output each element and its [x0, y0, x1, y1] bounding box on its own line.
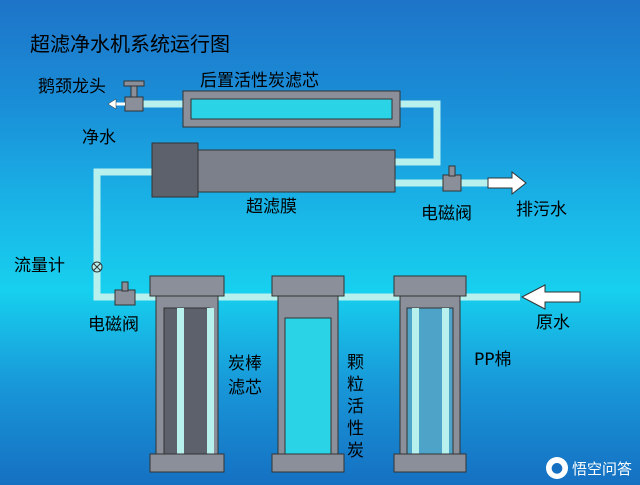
faucet-icon	[107, 80, 145, 112]
waste-water-arrow	[487, 170, 527, 196]
label-carbon-rod: 炭棒滤芯	[228, 354, 262, 398]
pp-cotton-housing	[393, 275, 467, 473]
solenoid-valve-top-icon	[442, 165, 462, 192]
label-raw-water: 原水	[536, 313, 570, 333]
label-granular-carbon: 颗粒活性炭	[347, 353, 364, 461]
granular-carbon-housing	[271, 275, 345, 473]
label-solenoid-bottom: 电磁阀	[88, 315, 139, 335]
label-pure-water: 净水	[82, 128, 116, 148]
chat-bubble-icon: ●	[545, 457, 568, 479]
label-post-carbon: 后置活性炭滤芯	[200, 71, 319, 91]
watermark: ● 悟空问答	[545, 457, 632, 479]
solenoid-valve-bottom-icon	[114, 281, 136, 306]
pipe-post-carbon-to-membrane	[395, 100, 441, 166]
carbon-rod-housing	[149, 275, 225, 473]
flowmeter-icon	[91, 261, 103, 273]
label-faucet: 鹅颈龙头	[38, 77, 106, 97]
post-carbon-filter	[182, 90, 401, 128]
label-flowmeter: 流量计	[14, 256, 65, 276]
label-solenoid-top: 电磁阀	[421, 204, 472, 224]
diagram-title: 超滤净水机系统运行图	[30, 32, 230, 56]
raw-water-arrow	[520, 284, 581, 310]
label-waste-water: 排污水	[516, 200, 567, 220]
label-uf-membrane: 超滤膜	[246, 197, 297, 217]
label-pp-cotton: PP棉	[474, 350, 512, 370]
uf-membrane	[151, 142, 396, 198]
watermark-text: 悟空问答	[571, 459, 632, 478]
